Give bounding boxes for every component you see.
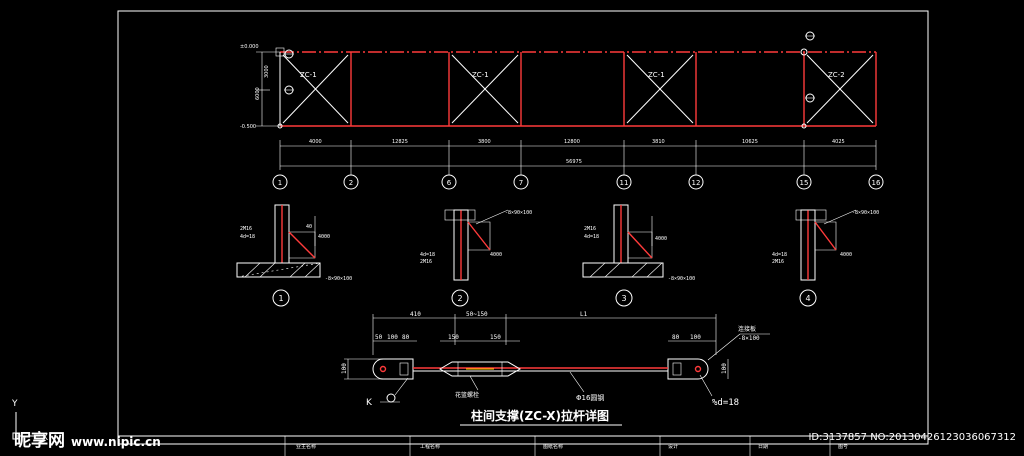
brace-label: ZC-1	[648, 71, 665, 79]
detail-dim: 40	[306, 224, 312, 230]
plate-label: 连接板	[738, 325, 756, 333]
turnbuckle-label: 花篮螺栓	[455, 391, 479, 399]
angle-note: 2M16	[584, 226, 596, 232]
rod-dim: 100	[387, 334, 398, 341]
axis-label: 2	[349, 179, 353, 187]
segment-dim: 10625	[742, 139, 758, 145]
detail-dim: 4000	[490, 252, 502, 258]
segment-dim: 3800	[478, 139, 491, 145]
section-mark: K	[366, 398, 373, 408]
rod-dim: 80	[402, 334, 410, 341]
title-cell: 工程名称	[420, 443, 440, 450]
watermark-url: www.nipic.cn	[71, 435, 161, 449]
rod-dim: 100	[690, 334, 701, 341]
hole-note: 4d=18	[240, 234, 255, 240]
drawing-frame	[117, 10, 929, 445]
hole-label: %d=18	[712, 398, 739, 408]
detail-dim: 4000	[318, 234, 330, 240]
plate-note: -8×90×100	[325, 276, 352, 282]
brace-label: ZC-1	[472, 71, 489, 79]
detail-1: 2M16 4d=18 40 4000 -8×90×100 1	[236, 204, 352, 307]
rod-dim: 100	[341, 363, 348, 374]
angle-note: 2M16	[772, 259, 784, 265]
detail-dim: 4000	[655, 236, 667, 242]
segment-dim: 12825	[392, 139, 408, 145]
rod-dim: 410	[410, 311, 421, 318]
hole-note: 4d=18	[420, 252, 435, 258]
plate-size: -8×100	[738, 335, 760, 342]
svg-text:-0.500: -0.500	[240, 124, 256, 130]
watermark-id: ID:3137857 NO:20130426123036067312	[808, 432, 1016, 443]
segment-dim: 12800	[564, 139, 580, 145]
brace-label: ZC-1	[300, 71, 317, 79]
angle-note: 2M16	[420, 259, 432, 265]
axis-bubbles: 1 2 6 7 11 12 15 16	[272, 150, 884, 190]
rod-dim: 150	[448, 334, 459, 341]
axis-label: 7	[519, 179, 523, 187]
watermark-brand: 昵享网 www.nipic.cn	[14, 426, 161, 451]
left-end-plate	[372, 358, 414, 380]
axis-label: 1	[278, 179, 282, 187]
rod-dim: 50	[375, 334, 383, 341]
axis-label: 12	[692, 179, 701, 187]
title-cell: 日期	[758, 444, 768, 450]
brace-panel-2	[451, 54, 519, 124]
watermark-brand-name: 昵享网	[14, 431, 65, 451]
detail-dim: 4000	[840, 252, 852, 258]
segment-dim: 4025	[832, 139, 845, 145]
ucs-y: Y	[11, 399, 18, 409]
right-end-plate	[667, 358, 709, 380]
total-dim: 56975	[566, 159, 582, 165]
turnbuckle	[439, 361, 521, 377]
axis-label: 11	[620, 179, 629, 187]
angle-note: 2M16	[240, 226, 252, 232]
left-dim: 6000	[255, 87, 261, 100]
plate-note: -8×90×100	[668, 276, 695, 282]
ucs-x: X	[42, 433, 48, 443]
rod-dim: 100	[721, 363, 728, 374]
detail-2: -8×90×100 4d=18 2M16 4000 2	[420, 209, 532, 307]
rod-dim: 50~150	[466, 311, 488, 318]
svg-text:±0.000: ±0.000	[240, 44, 259, 50]
plate-note: -8×90×100	[505, 210, 532, 216]
axis-label: 15	[800, 179, 809, 187]
title-cell: 业主名称	[296, 443, 316, 450]
brace-panel-1	[282, 54, 349, 124]
detail-label: 3	[621, 294, 626, 303]
rod-detail: 410 50~150 L1 50 100 80 150 150 80 100	[341, 311, 770, 408]
brace-label: ZC-2	[828, 71, 845, 79]
elevation-view: ZC-1 ZC-1 ZC-1 ZC-2 6000 3000 ±0.000 -0.…	[240, 31, 884, 190]
detail-label: 4	[805, 294, 810, 303]
title-cell: 设计	[668, 443, 678, 450]
rod-label: Φ16圆钢	[576, 393, 604, 402]
detail-4: -8×90×100 4d=18 2M16 4000 4	[772, 209, 879, 307]
title-cell: 图号	[838, 444, 848, 450]
detail-label: 1	[278, 294, 283, 303]
drawing-title: 柱间支撑(ZC-X)拉杆详图	[471, 408, 609, 423]
brace-panel-4	[806, 54, 874, 124]
hole-note: 4d=18	[772, 252, 787, 258]
title-block: 业主名称 工程名称 图纸名称 设计 日期 图号	[284, 436, 848, 456]
detail-3: 2M16 4d=18 4000 -8×90×100 3	[582, 204, 695, 307]
detail-label: 2	[457, 294, 462, 303]
plate-note: -8×90×100	[852, 210, 879, 216]
rod-dim: 80	[672, 334, 680, 341]
axis-label: 16	[872, 179, 881, 187]
rod-dim: 150	[490, 334, 501, 341]
axis-label: 6	[447, 179, 452, 187]
segment-dim: 3810	[652, 139, 665, 145]
left-dim: 3000	[264, 65, 270, 78]
ucs-icon: Y X	[11, 399, 48, 443]
brace-panel-3	[626, 54, 694, 124]
rod-dim: L1	[580, 311, 588, 318]
title-cell: 图纸名称	[543, 443, 563, 450]
hole-note: 4d=18	[584, 234, 599, 240]
segment-dim: 4000	[309, 139, 322, 145]
